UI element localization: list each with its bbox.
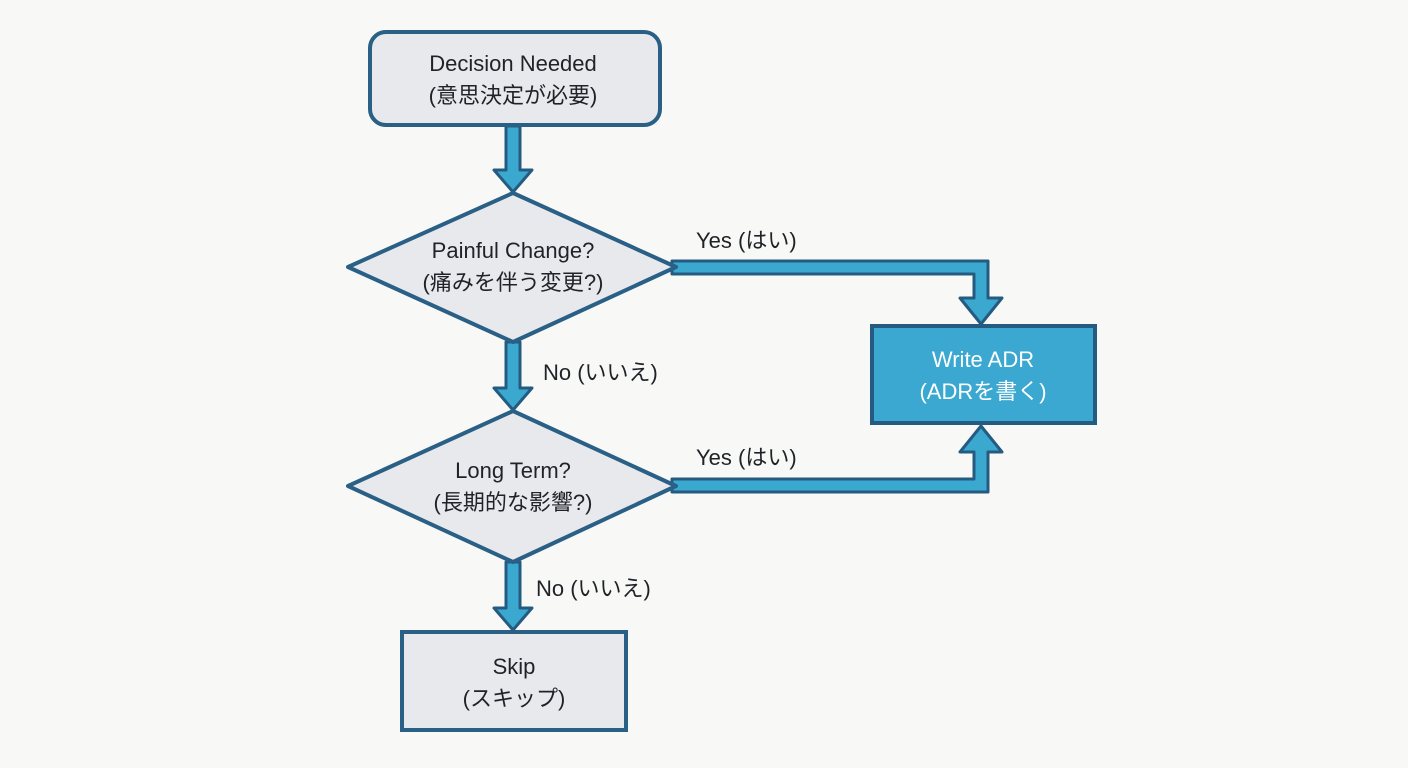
edge-label-longterm-no: No (いいえ) xyxy=(536,576,651,601)
node-decision-needed[interactable]: Decision Needed (意思決定が必要) xyxy=(368,30,662,127)
node-skip-title: Skip xyxy=(493,654,536,679)
arrow-longterm-to-adr xyxy=(670,424,1004,494)
node-painful-change[interactable]: Painful Change? (痛みを伴う変更?) xyxy=(346,191,678,344)
edge-label-painful-no: No (いいえ) xyxy=(543,360,658,385)
node-decision-needed-title: Decision Needed xyxy=(429,51,597,76)
node-painful-change-title: Painful Change? xyxy=(432,238,595,263)
node-long-term-subtitle: (長期的な影響?) xyxy=(434,490,593,515)
edge-label-painful-yes: Yes (はい) xyxy=(696,228,797,253)
arrow-painful-to-longterm xyxy=(492,340,534,412)
node-write-adr[interactable]: Write ADR (ADRを書く) xyxy=(870,324,1097,425)
node-write-adr-subtitle: (ADRを書く) xyxy=(919,379,1046,404)
node-long-term[interactable]: Long Term? (長期的な影響?) xyxy=(346,409,678,564)
arrow-start-to-painful xyxy=(492,124,534,194)
node-write-adr-title: Write ADR xyxy=(932,347,1034,372)
arrow-painful-to-adr xyxy=(670,259,1004,326)
node-long-term-title: Long Term? xyxy=(455,458,571,483)
edge-label-longterm-yes: Yes (はい) xyxy=(696,445,797,470)
arrow-longterm-to-skip xyxy=(492,560,534,632)
node-skip-subtitle: (スキップ) xyxy=(463,686,566,711)
node-skip[interactable]: Skip (スキップ) xyxy=(400,630,628,732)
node-painful-change-subtitle: (痛みを伴う変更?) xyxy=(423,270,604,295)
node-decision-needed-subtitle: (意思決定が必要) xyxy=(429,83,598,108)
